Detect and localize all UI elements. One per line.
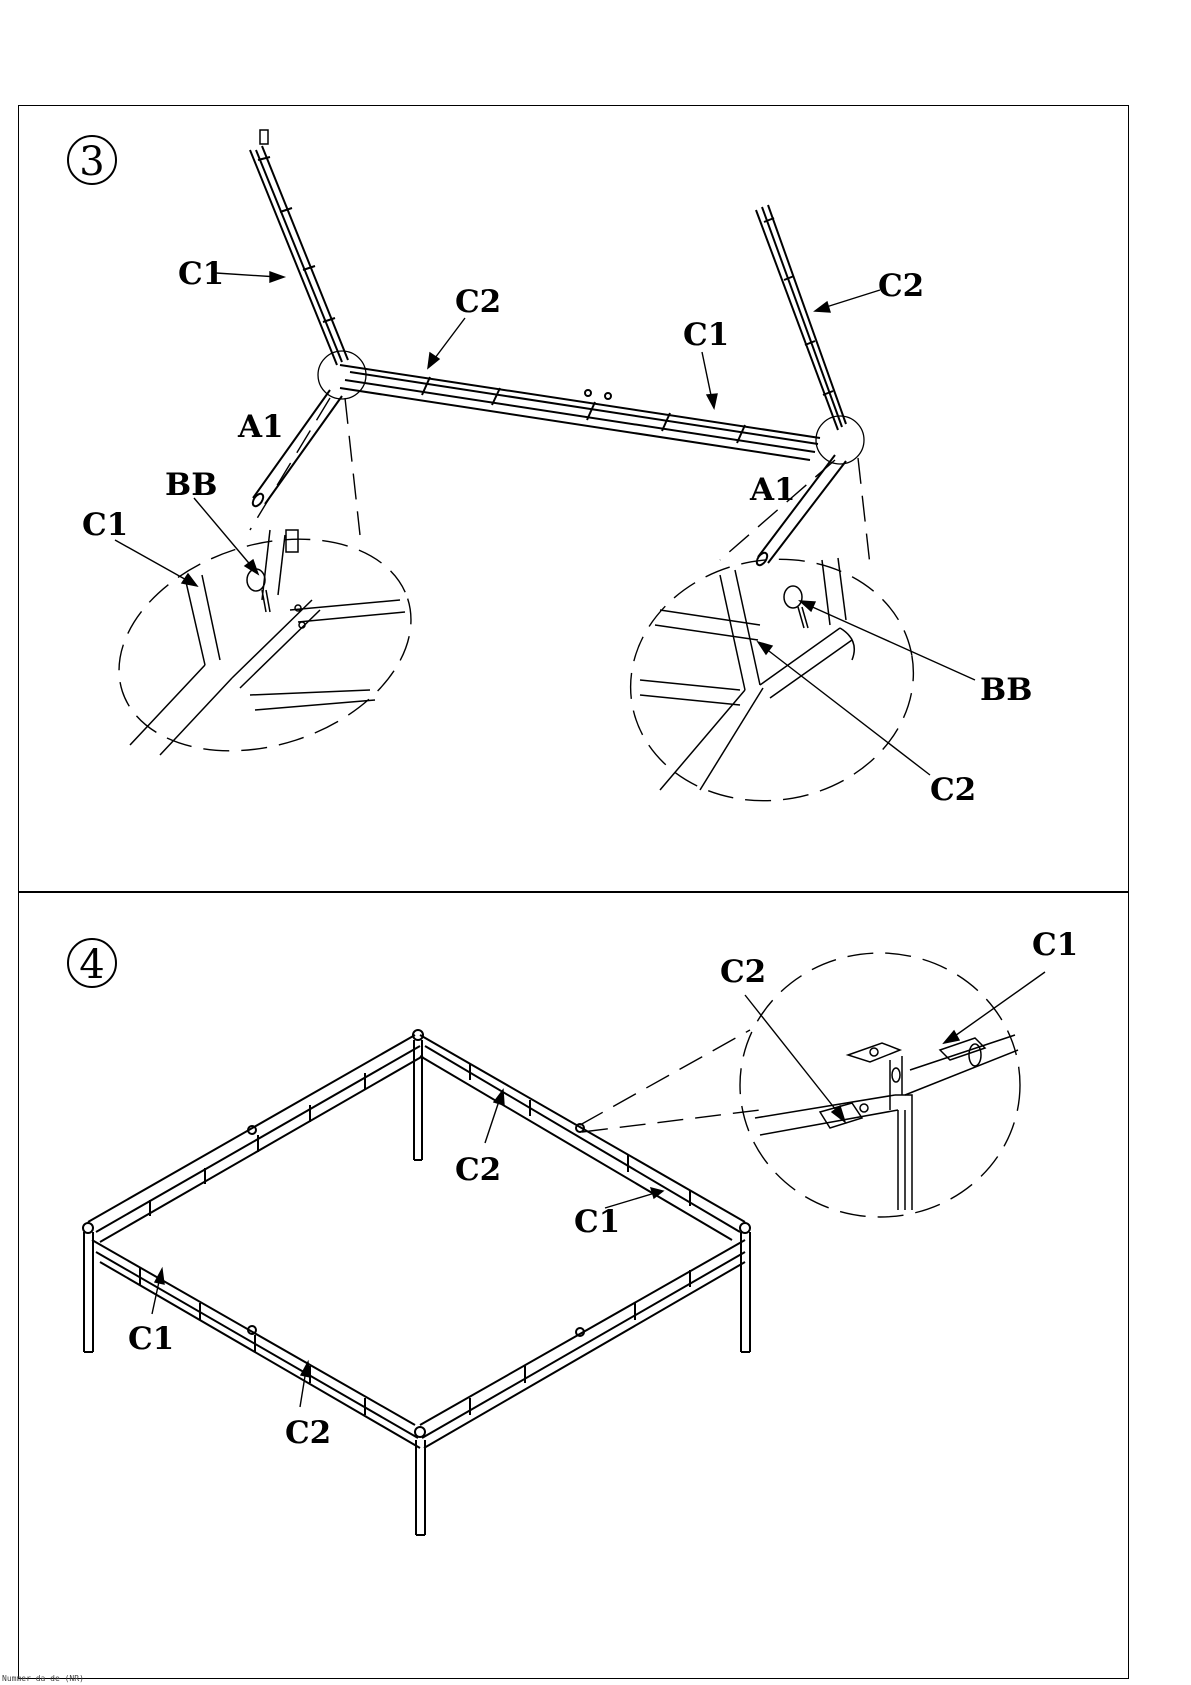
left-leg-a1 — [251, 390, 342, 508]
label-c2-detail-4: C2 — [720, 954, 766, 990]
label-c2-detail: C2 — [930, 772, 976, 808]
label-c1-right: C1 — [574, 1204, 620, 1240]
footer-note: Nummer da de (NR) — [2, 1674, 84, 1683]
label-c2-right-upright: C2 — [878, 268, 924, 304]
step-4-leaders — [152, 972, 1045, 1407]
left-bolt-bb — [247, 569, 270, 612]
step-3-leaders — [115, 272, 975, 775]
label-c1-front-left: C1 — [128, 1321, 174, 1357]
label-c2-frame: C2 — [455, 284, 501, 320]
label-c1-left-upright: C1 — [178, 256, 224, 292]
step-4-number: 4 — [68, 939, 116, 988]
right-upright-c2 — [756, 205, 846, 430]
label-c1-detail-4: C1 — [1032, 927, 1078, 963]
assembled-frame — [88, 1035, 745, 1448]
long-frame-c2-c1 — [340, 365, 820, 460]
label-bb-right: BB — [980, 672, 1032, 708]
label-c2-back: C2 — [455, 1152, 501, 1188]
right-bolt-bb — [784, 586, 808, 628]
svg-text:3: 3 — [79, 139, 104, 185]
step-3-number: 3 — [68, 136, 116, 185]
label-a1-right: A1 — [749, 472, 796, 508]
label-a1-left: A1 — [237, 409, 284, 445]
right-detail-view — [611, 458, 932, 823]
left-upright-c1 — [250, 130, 348, 365]
svg-text:4: 4 — [79, 942, 104, 988]
label-c1-frame: C1 — [683, 317, 729, 353]
frame-legs — [83, 1030, 750, 1535]
label-c1-detail: C1 — [82, 507, 128, 543]
label-c2-front: C2 — [285, 1415, 331, 1451]
left-corner-callout — [318, 351, 366, 399]
label-bb-left: BB — [165, 467, 217, 503]
left-detail-view — [91, 398, 438, 786]
